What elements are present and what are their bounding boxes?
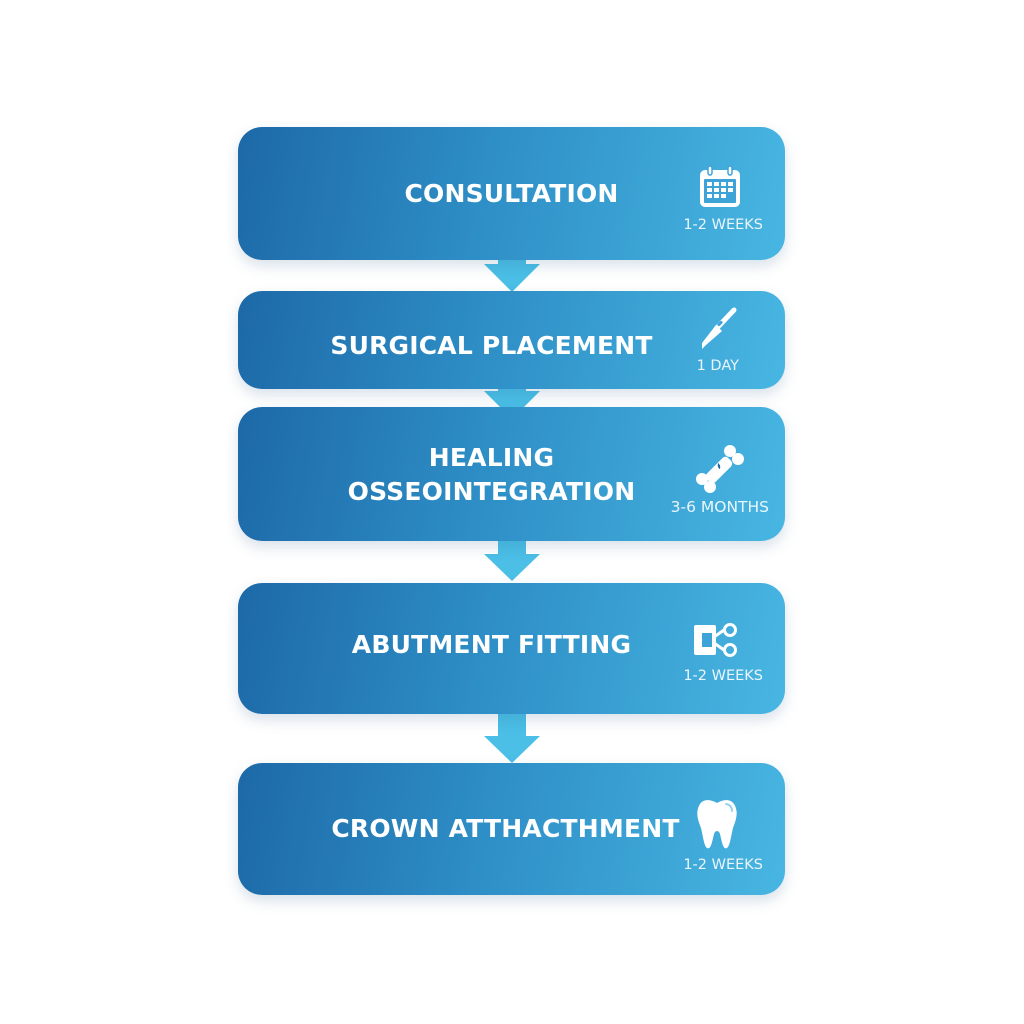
step-healing-osseointegration: HEALING OSSEOINTEGRATION 3-6 MONTHS: [238, 407, 785, 541]
step-duration: 3-6 MONTHS: [670, 498, 769, 516]
step-consultation: CONSULTATION 1-2 WEEKS: [238, 127, 785, 260]
step-title: CONSULTATION: [238, 177, 785, 211]
step-title-text: CROWN ATTHACTHMENT: [331, 814, 680, 843]
step-abutment-fitting: ABUTMENT FITTING 1-2 WEEKS: [238, 583, 785, 714]
arrow-down-icon: [484, 385, 540, 411]
arrow-down-icon: [484, 537, 540, 582]
scalpel-icon: [692, 305, 740, 353]
bone-icon: [694, 443, 746, 495]
step-title: CROWN ATTHACTHMENT: [226, 812, 785, 846]
calendar-icon: [696, 163, 744, 211]
step-crown-attachment: CROWN ATTHACTHMENT 1-2 WEEKS: [238, 763, 785, 895]
step-duration: 1-2 WEEKS: [683, 857, 763, 873]
step-duration: 1-2 WEEKS: [683, 217, 763, 233]
step-title-text: CONSULTATION: [404, 179, 619, 208]
arrow-down-icon: [484, 254, 540, 294]
step-title-line2: OSSEOINTEGRATION: [347, 477, 636, 506]
step-duration: 1 DAY: [696, 358, 739, 374]
step-title: HEALING OSSEOINTEGRATION: [198, 441, 785, 509]
step-title-line1: HEALING: [428, 443, 555, 472]
step-title-text: SURGICAL PLACEMENT: [330, 331, 653, 360]
abutment-connector-icon: [692, 621, 740, 661]
step-title: SURGICAL PLACEMENT: [198, 329, 785, 363]
arrow-down-icon: [484, 710, 540, 764]
step-surgical-placement: SURGICAL PLACEMENT 1 DAY: [238, 291, 785, 389]
step-duration: 1-2 WEEKS: [683, 668, 763, 684]
tooth-icon: [694, 798, 740, 852]
step-title-text: ABUTMENT FITTING: [351, 630, 632, 659]
step-title: ABUTMENT FITTING: [198, 628, 785, 662]
